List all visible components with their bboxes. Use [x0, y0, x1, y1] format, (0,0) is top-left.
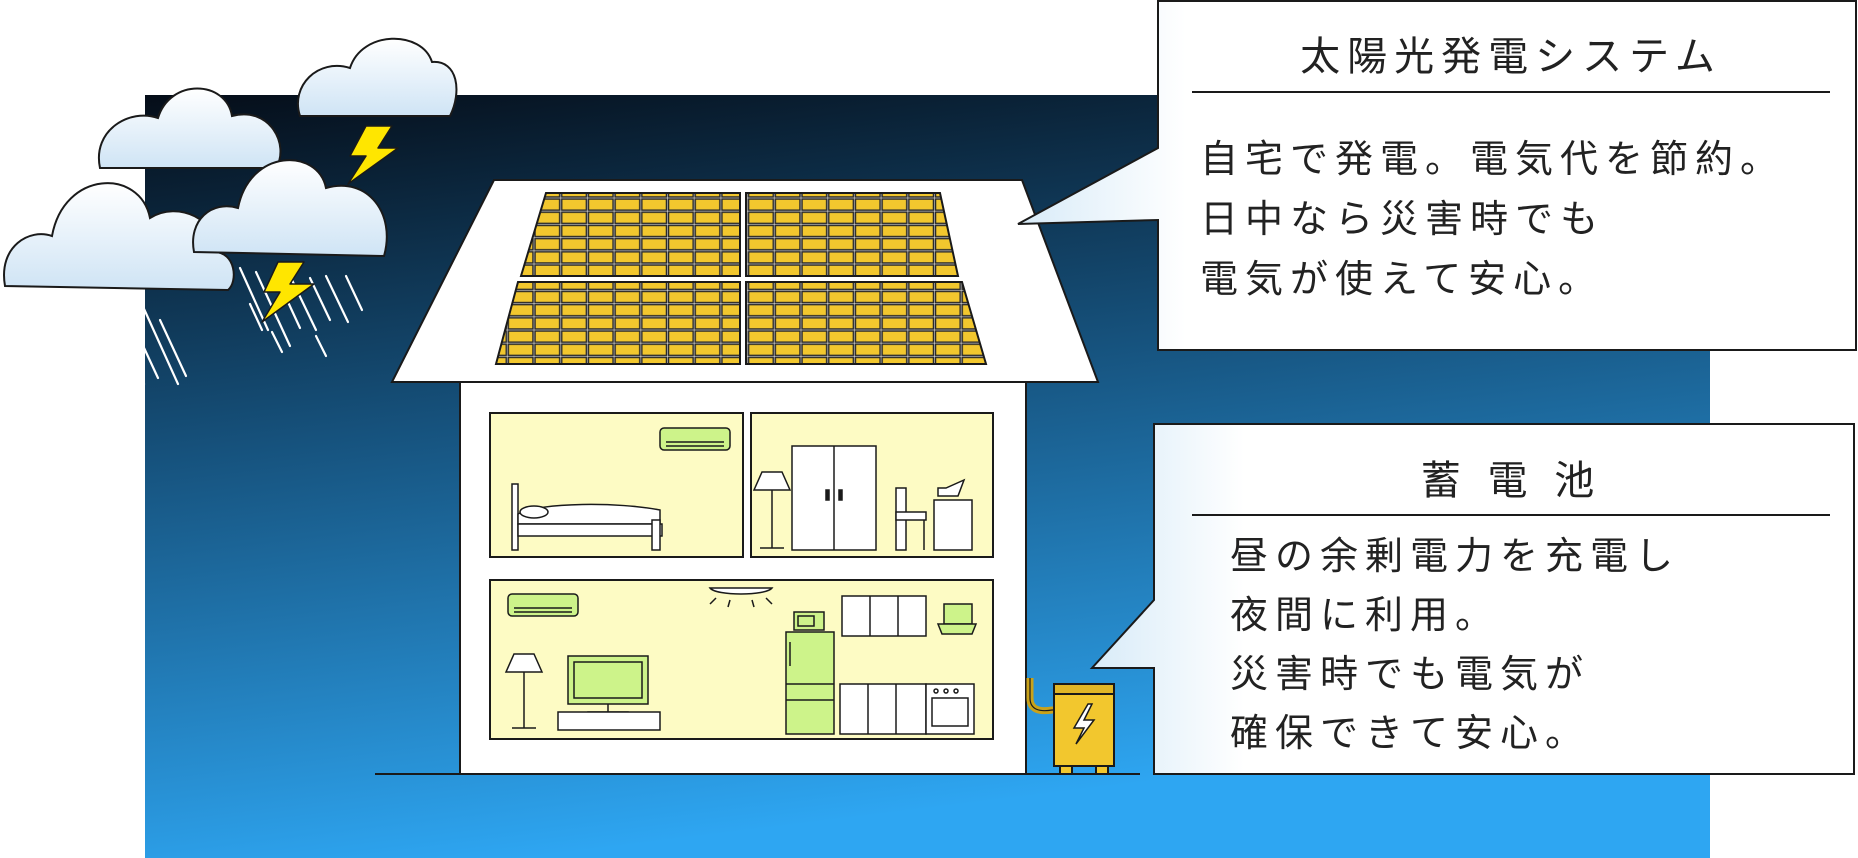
solar-panel-icon [494, 192, 988, 365]
floor-lamp-icon [752, 471, 792, 549]
refrigerator-icon [785, 631, 835, 735]
lightning-bolt-icon [261, 125, 399, 323]
ceiling-light-icon [708, 587, 774, 608]
solar-callout-line: 自宅で発電。電気代を節約。 [1200, 137, 1786, 181]
battery-callout-bubble [1089, 423, 1855, 775]
solar-callout-bubble [1017, 0, 1857, 351]
air-conditioner-icon [507, 593, 579, 617]
battery-icon [1026, 678, 1115, 775]
air-conditioner-icon [659, 427, 731, 451]
solar-callout-line: 日中なら災害時でも [1200, 197, 1606, 241]
oven-icon [925, 683, 975, 735]
battery-callout-line: 災害時でも電気が [1230, 652, 1591, 696]
storm-cloud-icon [3, 37, 458, 292]
solar-callout-line: 電気が使えて安心。 [1200, 257, 1604, 301]
battery-callout-title: 蓄 電 池 [1420, 458, 1602, 504]
solar-callout-title: 太陽光発電システム [1300, 34, 1722, 80]
kitchen-cabinet-icon [839, 595, 927, 735]
battery-callout-line: 確保できて安心。 [1230, 711, 1591, 755]
microwave-icon [793, 611, 825, 631]
battery-callout-line: 夜間に利用。 [1230, 593, 1501, 637]
floor-lamp-icon [504, 653, 544, 729]
tv-icon [557, 655, 661, 731]
laptop-icon [936, 603, 978, 635]
rain-icon [30, 266, 364, 402]
wardrobe-icon [791, 445, 877, 551]
bed-icon [511, 483, 663, 551]
battery-callout-line: 昼の余剰電力を充電し [1230, 534, 1681, 578]
desk-chair-icon [895, 478, 973, 551]
